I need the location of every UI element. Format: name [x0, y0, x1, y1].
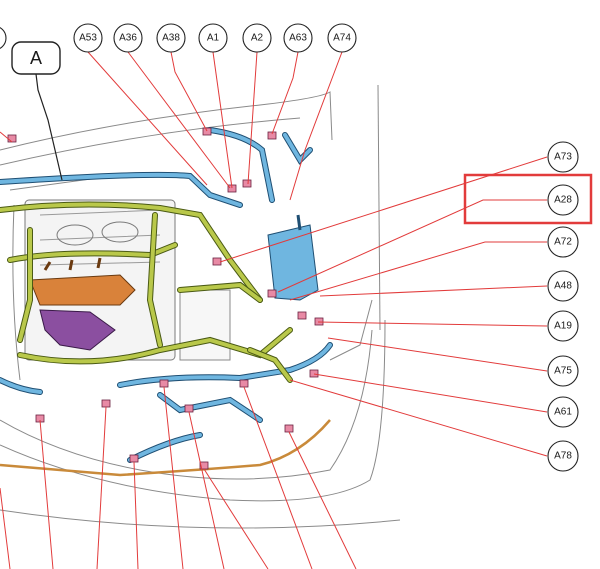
connector-label-a72[interactable]: A72	[547, 226, 579, 258]
partial-connector-circle	[0, 26, 7, 50]
svg-text:A2: A2	[251, 33, 264, 44]
connector-label-a38[interactable]: A38	[156, 23, 186, 53]
highlight-box	[463, 173, 593, 225]
svg-text:A63: A63	[289, 33, 307, 44]
connector-label-a78[interactable]: A78	[547, 440, 579, 472]
svg-text:A36: A36	[119, 33, 137, 44]
connector-label-a63[interactable]: A63	[283, 23, 313, 53]
connector-label-a74[interactable]: A74	[327, 23, 357, 53]
reservoir-neck	[296, 214, 302, 231]
connectors	[7, 127, 324, 470]
top-labels: A53 A36 A38 A1 A2 A63 A74	[73, 23, 357, 53]
svg-text:A75: A75	[554, 366, 572, 377]
connector-label-a73[interactable]: A73	[547, 141, 579, 173]
intake-part	[29, 274, 136, 306]
svg-text:A38: A38	[162, 33, 180, 44]
svg-text:A1: A1	[207, 33, 220, 44]
leader-lines	[0, 51, 548, 569]
vehicle-outline	[0, 84, 401, 529]
connector-label-a36[interactable]: A36	[113, 23, 143, 53]
callout-a[interactable]: A	[11, 41, 61, 75]
ground-strap	[0, 419, 331, 477]
callout-a-label: A	[30, 48, 42, 68]
svg-text:A61: A61	[554, 407, 572, 418]
svg-text:A73: A73	[554, 152, 572, 163]
svg-text:A72: A72	[554, 237, 572, 248]
reservoir	[267, 224, 319, 301]
purple-part	[39, 309, 116, 351]
callout-a-pointer	[35, 73, 63, 181]
connector-label-a53[interactable]: A53	[73, 23, 103, 53]
connector-label-a75[interactable]: A75	[547, 355, 579, 387]
svg-text:A28: A28	[554, 195, 572, 206]
svg-text:A78: A78	[554, 451, 572, 462]
intake-runner	[43, 257, 102, 271]
svg-text:A53: A53	[79, 33, 97, 44]
connector-label-a61[interactable]: A61	[547, 396, 579, 428]
connector-label-a19[interactable]: A19	[547, 310, 579, 342]
connector-label-a1[interactable]: A1	[198, 23, 228, 53]
connector-label-a2[interactable]: A2	[242, 23, 272, 53]
harness-yellow	[0, 201, 293, 383]
connector-label-a28[interactable]: A28	[547, 184, 579, 216]
svg-text:A19: A19	[554, 321, 572, 332]
svg-text:A74: A74	[333, 33, 351, 44]
right-labels: A73 A28 A72 A48 A19 A75 A61 A78	[547, 141, 579, 472]
svg-text:A48: A48	[554, 281, 572, 292]
connector-label-a48[interactable]: A48	[547, 270, 579, 302]
